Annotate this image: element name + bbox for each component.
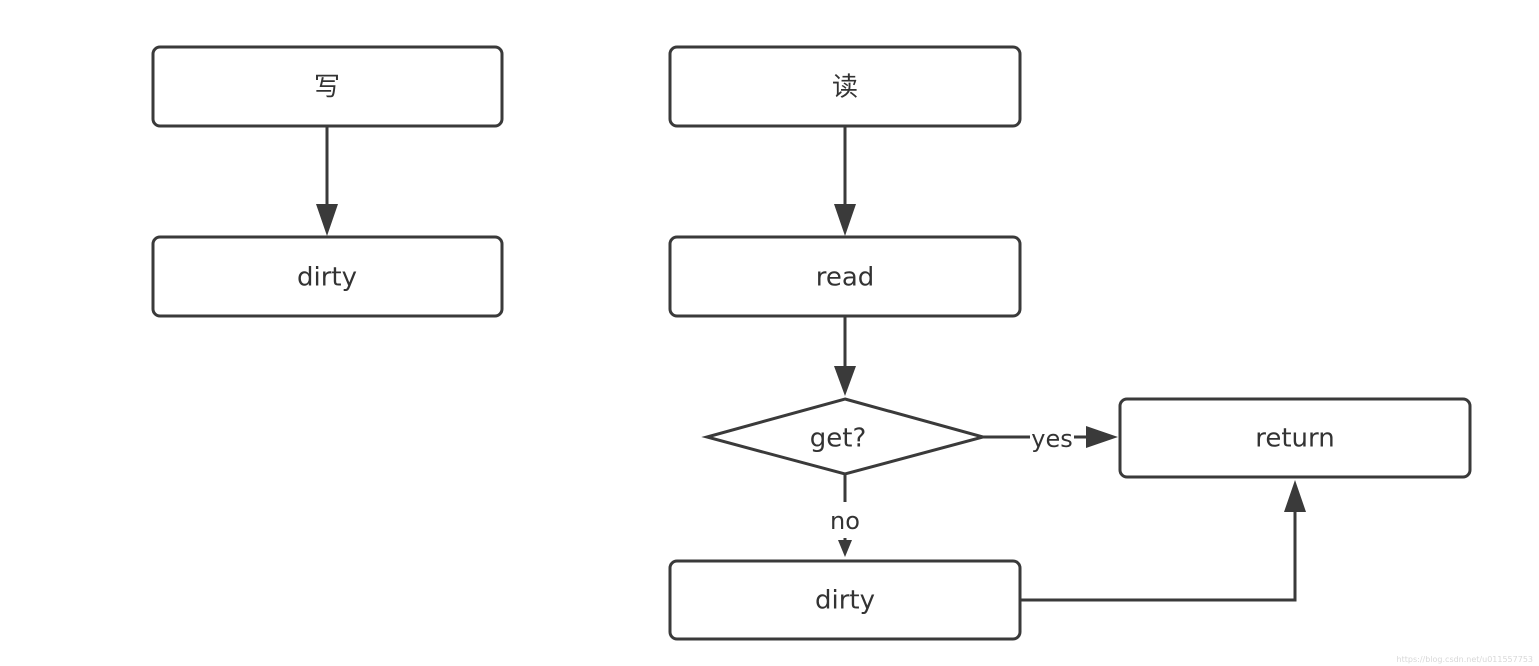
node-write-dirty-label: dirty (297, 263, 357, 293)
edge-dirty-to-return (1020, 480, 1306, 602)
edge-no-label: no (830, 507, 860, 535)
node-read-start: 读 (668, 45, 1022, 128)
arrowhead-up-icon (1284, 480, 1306, 512)
node-get-decision-label: get? (810, 424, 867, 454)
node-get-decision: get? (701, 397, 989, 476)
node-write: 写 (151, 45, 504, 128)
watermark-url: https://blog.csdn.net/u011557753 (1396, 655, 1533, 664)
arrowhead-right-icon (1086, 426, 1118, 448)
node-write-dirty: dirty (151, 235, 504, 318)
node-read-map-label: read (816, 263, 875, 293)
node-read-dirty: dirty (668, 559, 1022, 641)
arrowhead-down-icon (838, 540, 852, 557)
node-read-map: read (668, 235, 1022, 318)
node-read-start-label: 读 (832, 73, 858, 103)
edge-yes-label: yes (1031, 425, 1072, 453)
edge-get-yes-to-return: yes (983, 424, 1118, 453)
edge-get-no-to-dirty: no (830, 474, 860, 557)
edge-write-to-dirty (316, 126, 338, 236)
node-write-label: 写 (314, 73, 340, 103)
arrowhead-down-icon (834, 366, 856, 396)
node-return: return (1118, 397, 1472, 479)
edge-read-to-get (834, 316, 856, 396)
edge-readstart-to-read (834, 126, 856, 236)
node-return-label: return (1255, 424, 1335, 454)
node-read-dirty-label: dirty (815, 586, 875, 616)
arrowhead-down-icon (834, 204, 856, 236)
arrowhead-down-icon (316, 204, 338, 236)
